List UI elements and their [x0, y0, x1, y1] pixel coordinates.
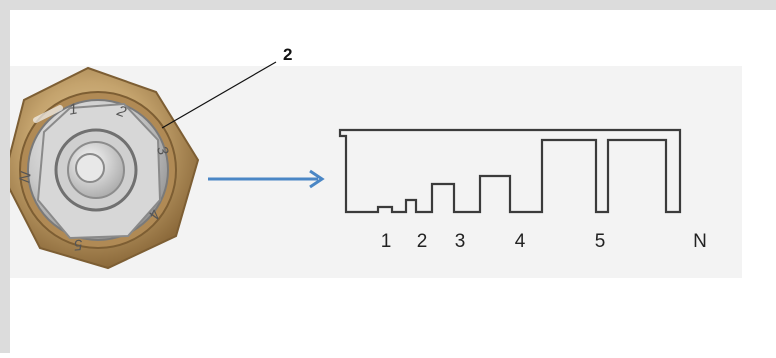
knob-center-shaft: [75, 153, 105, 183]
arrow: [208, 169, 325, 189]
position-label-n: N: [693, 231, 707, 252]
position-label-1: 1: [381, 231, 392, 252]
position-label-2: 2: [417, 231, 428, 252]
callout-label: 2: [283, 45, 292, 64]
selector-knob: 1 2 3 4 5 N: [10, 66, 200, 270]
position-label-5: 5: [595, 231, 606, 252]
callout-leader-line: [161, 61, 277, 129]
position-label-3: 3: [455, 231, 466, 252]
position-label-4: 4: [515, 231, 526, 252]
dial-number-n: N: [16, 170, 35, 184]
dial-number-1: 1: [68, 100, 79, 118]
dial-number-5: 5: [73, 236, 83, 254]
waveform-trace: [338, 128, 682, 214]
